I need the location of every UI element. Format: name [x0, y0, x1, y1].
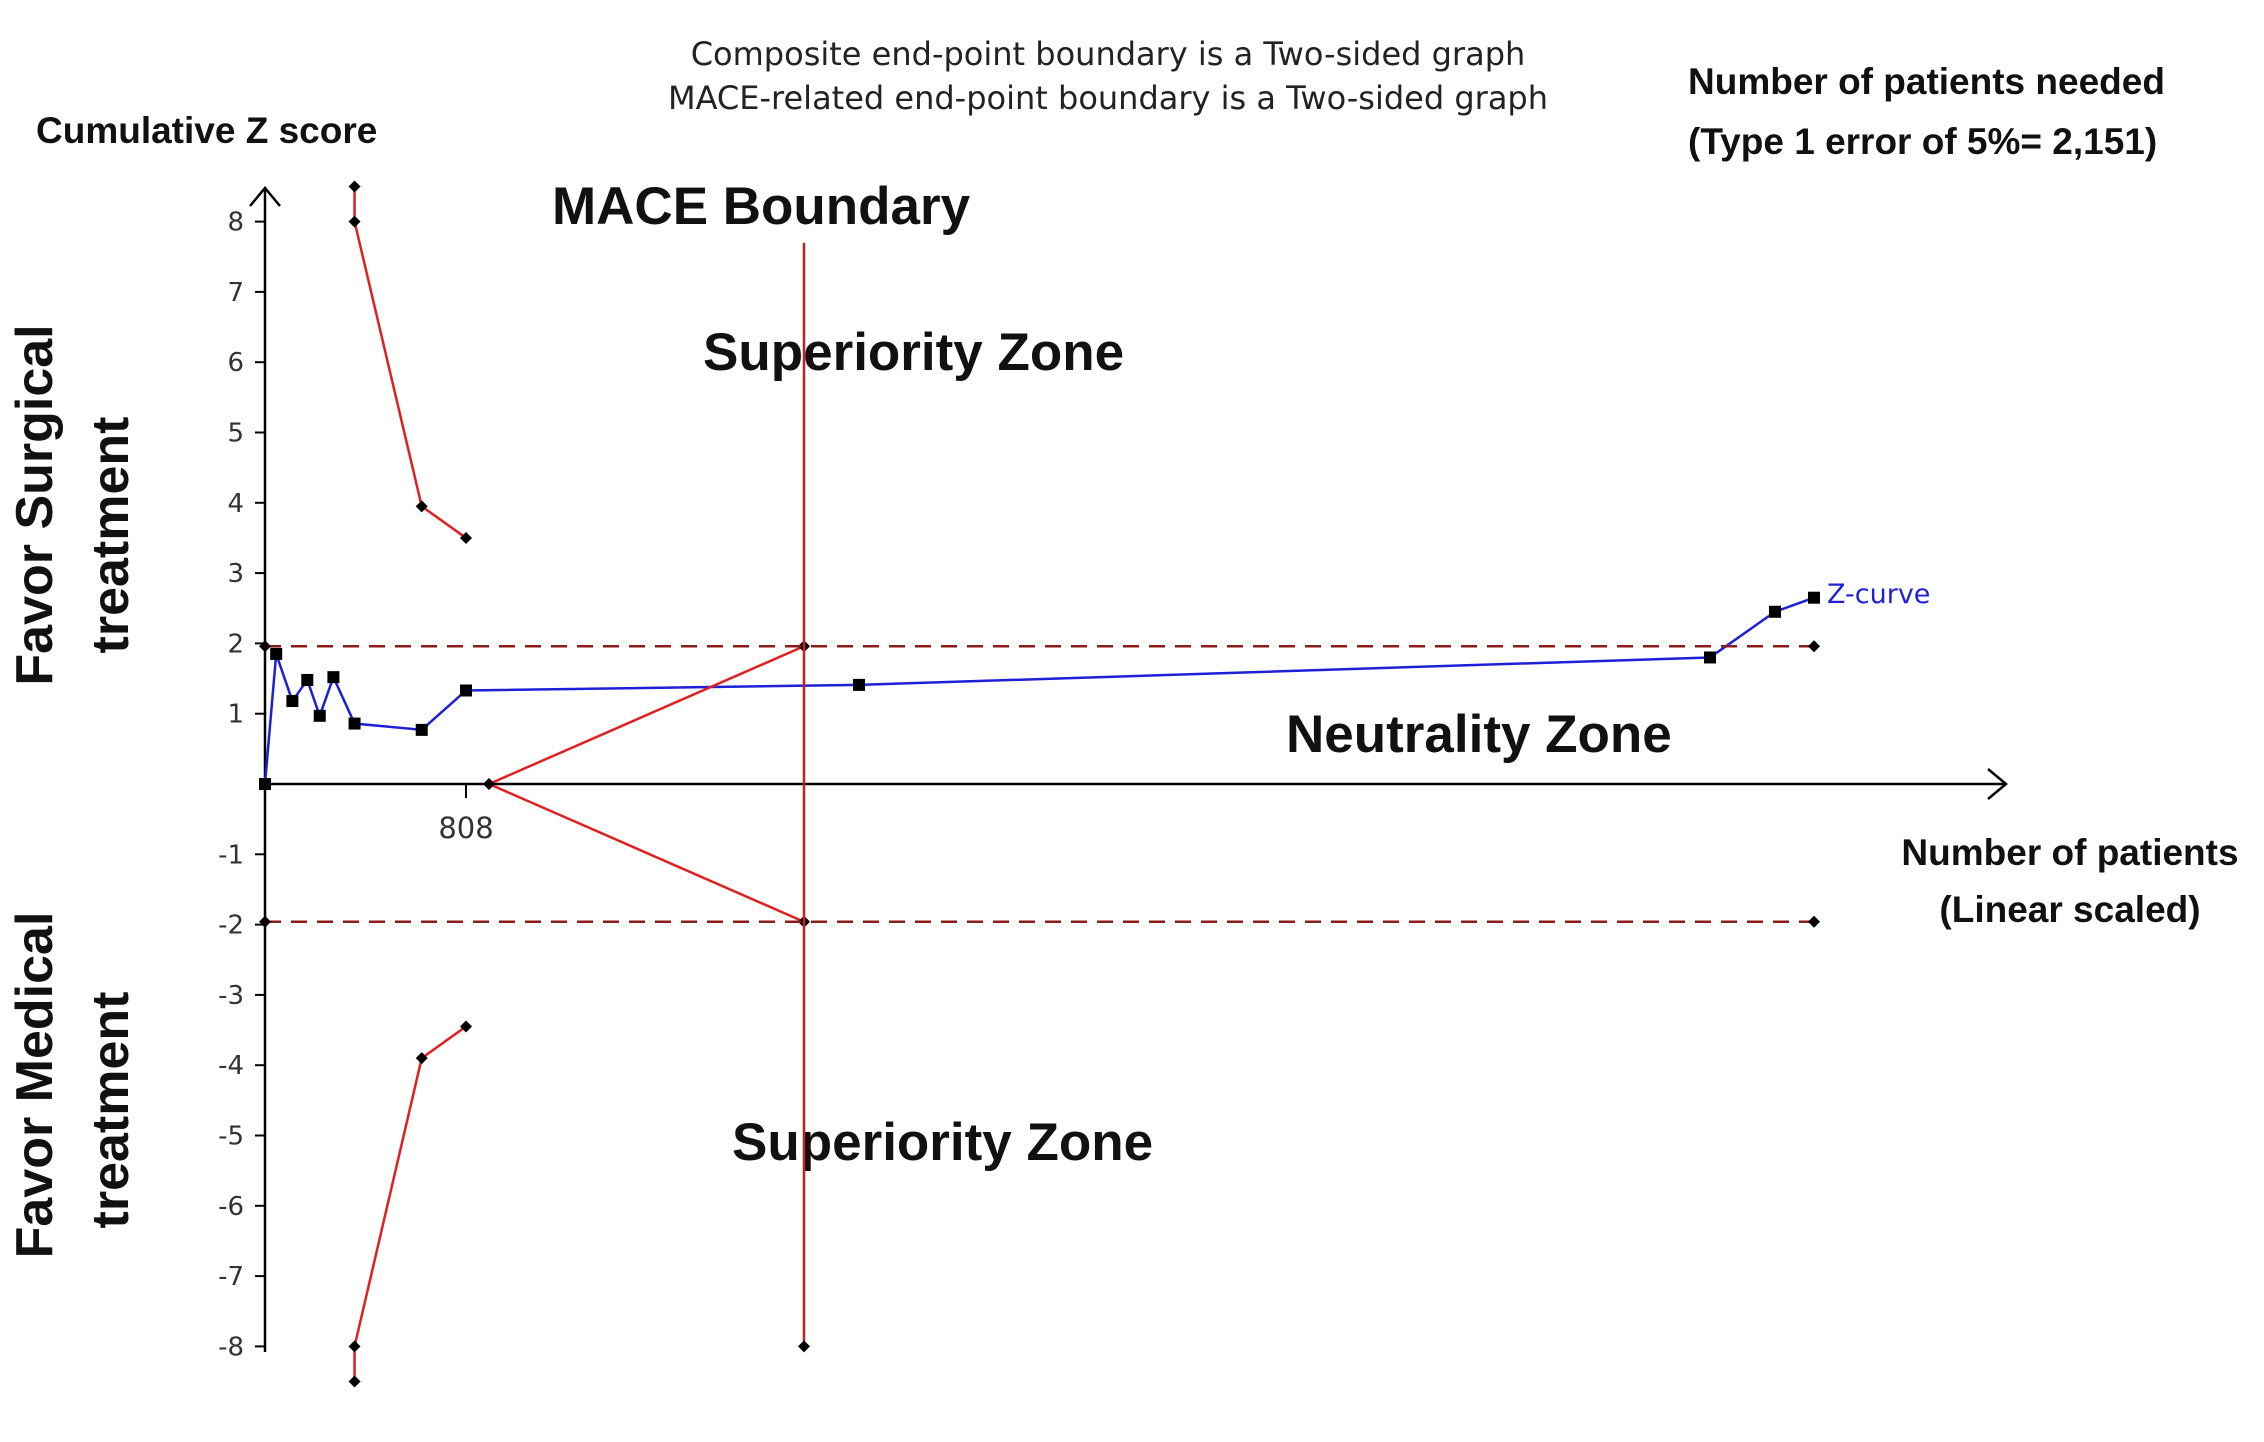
lower-boundary-point	[415, 1052, 428, 1065]
y-tick-label: 3	[227, 559, 244, 589]
upper-boundary-point	[460, 531, 472, 544]
y-tick-label: 4	[227, 489, 244, 519]
upper-boundary-point	[348, 180, 361, 193]
upper-boundary-point	[415, 500, 428, 513]
y-axis-title: Cumulative Z score	[36, 110, 377, 151]
x-axis-title-line-1: Number of patients	[1901, 832, 2238, 873]
lower-boundary-point	[348, 1340, 361, 1353]
z-curve-point	[415, 723, 428, 736]
z-curve-point	[460, 684, 472, 697]
z-curve-point	[1769, 605, 1781, 618]
y-tick-label: 7	[227, 278, 244, 308]
y-tick-label: -1	[218, 840, 244, 870]
y-tick-label: -4	[218, 1051, 244, 1081]
conventional-lower-point	[1808, 915, 1820, 928]
lower-boundary-point	[460, 1020, 472, 1033]
y-tick-label: 8	[227, 208, 244, 238]
y-tick-label: -8	[218, 1332, 244, 1362]
upper-boundary-point	[348, 215, 361, 228]
y-tick-label: -3	[218, 981, 244, 1011]
conventional-upper-point	[259, 640, 271, 653]
z-curve-point	[1808, 591, 1820, 604]
conventional-upper-point	[1808, 640, 1820, 653]
y-tick-label: 6	[227, 348, 244, 378]
y-tick-label: -5	[218, 1122, 244, 1152]
z-curve-point	[313, 709, 326, 722]
neutrality-zone-label: Neutrality Zone	[1286, 705, 1672, 764]
favor-surgical-line-1: Favor Surgical	[6, 324, 64, 685]
patients-needed-line-2: (Type 1 error of 5%= 2,151)	[1688, 121, 2157, 162]
superiority-zone-bottom-label: Superiority Zone	[732, 1113, 1153, 1172]
z-curve-point	[348, 717, 361, 730]
z-curve-point	[327, 671, 340, 684]
upper-boundary-line	[353, 186, 467, 539]
z-curve-label: Z-curve	[1827, 579, 1930, 610]
z-curve-point	[853, 678, 865, 691]
favor-medical-line-2: treatment	[82, 992, 140, 1229]
superiority-zone-top-label: Superiority Zone	[703, 323, 1124, 382]
lower-boundary-line	[353, 1025, 467, 1382]
x-axis-title-line-2: (Linear scaled)	[1939, 889, 2200, 930]
z-curve-point	[286, 695, 299, 708]
conventional-lower-point	[259, 915, 271, 928]
z-curve-point	[270, 647, 283, 660]
futility-wedge-point	[483, 778, 495, 790]
y-tick-label: -2	[218, 911, 244, 941]
y-tick-label: -7	[218, 1262, 244, 1292]
y-tick-label: 2	[227, 629, 244, 659]
y-tick-label: 1	[227, 700, 244, 730]
patients-needed-line-1: Number of patients needed	[1688, 61, 2165, 102]
mace-boundary-label: MACE Boundary	[552, 177, 971, 236]
favor-surgical-line-2: treatment	[82, 417, 140, 654]
favor-medical-line-1: Favor Medical	[6, 912, 64, 1259]
header-line-2: MACE-related end-point boundary is a Two…	[668, 79, 1548, 117]
z-curve-point	[259, 778, 271, 790]
mace-boundary-end-point	[798, 1340, 810, 1353]
z-curve-point	[301, 673, 314, 686]
header-line-1: Composite end-point boundary is a Two-si…	[691, 35, 1526, 73]
x-axis	[265, 768, 2008, 800]
z-curve-point	[1704, 651, 1716, 664]
x-tick-label: 808	[438, 811, 493, 845]
lower-boundary-point	[348, 1375, 361, 1388]
y-tick-label: 5	[227, 419, 244, 449]
y-tick-label: -6	[218, 1192, 244, 1222]
